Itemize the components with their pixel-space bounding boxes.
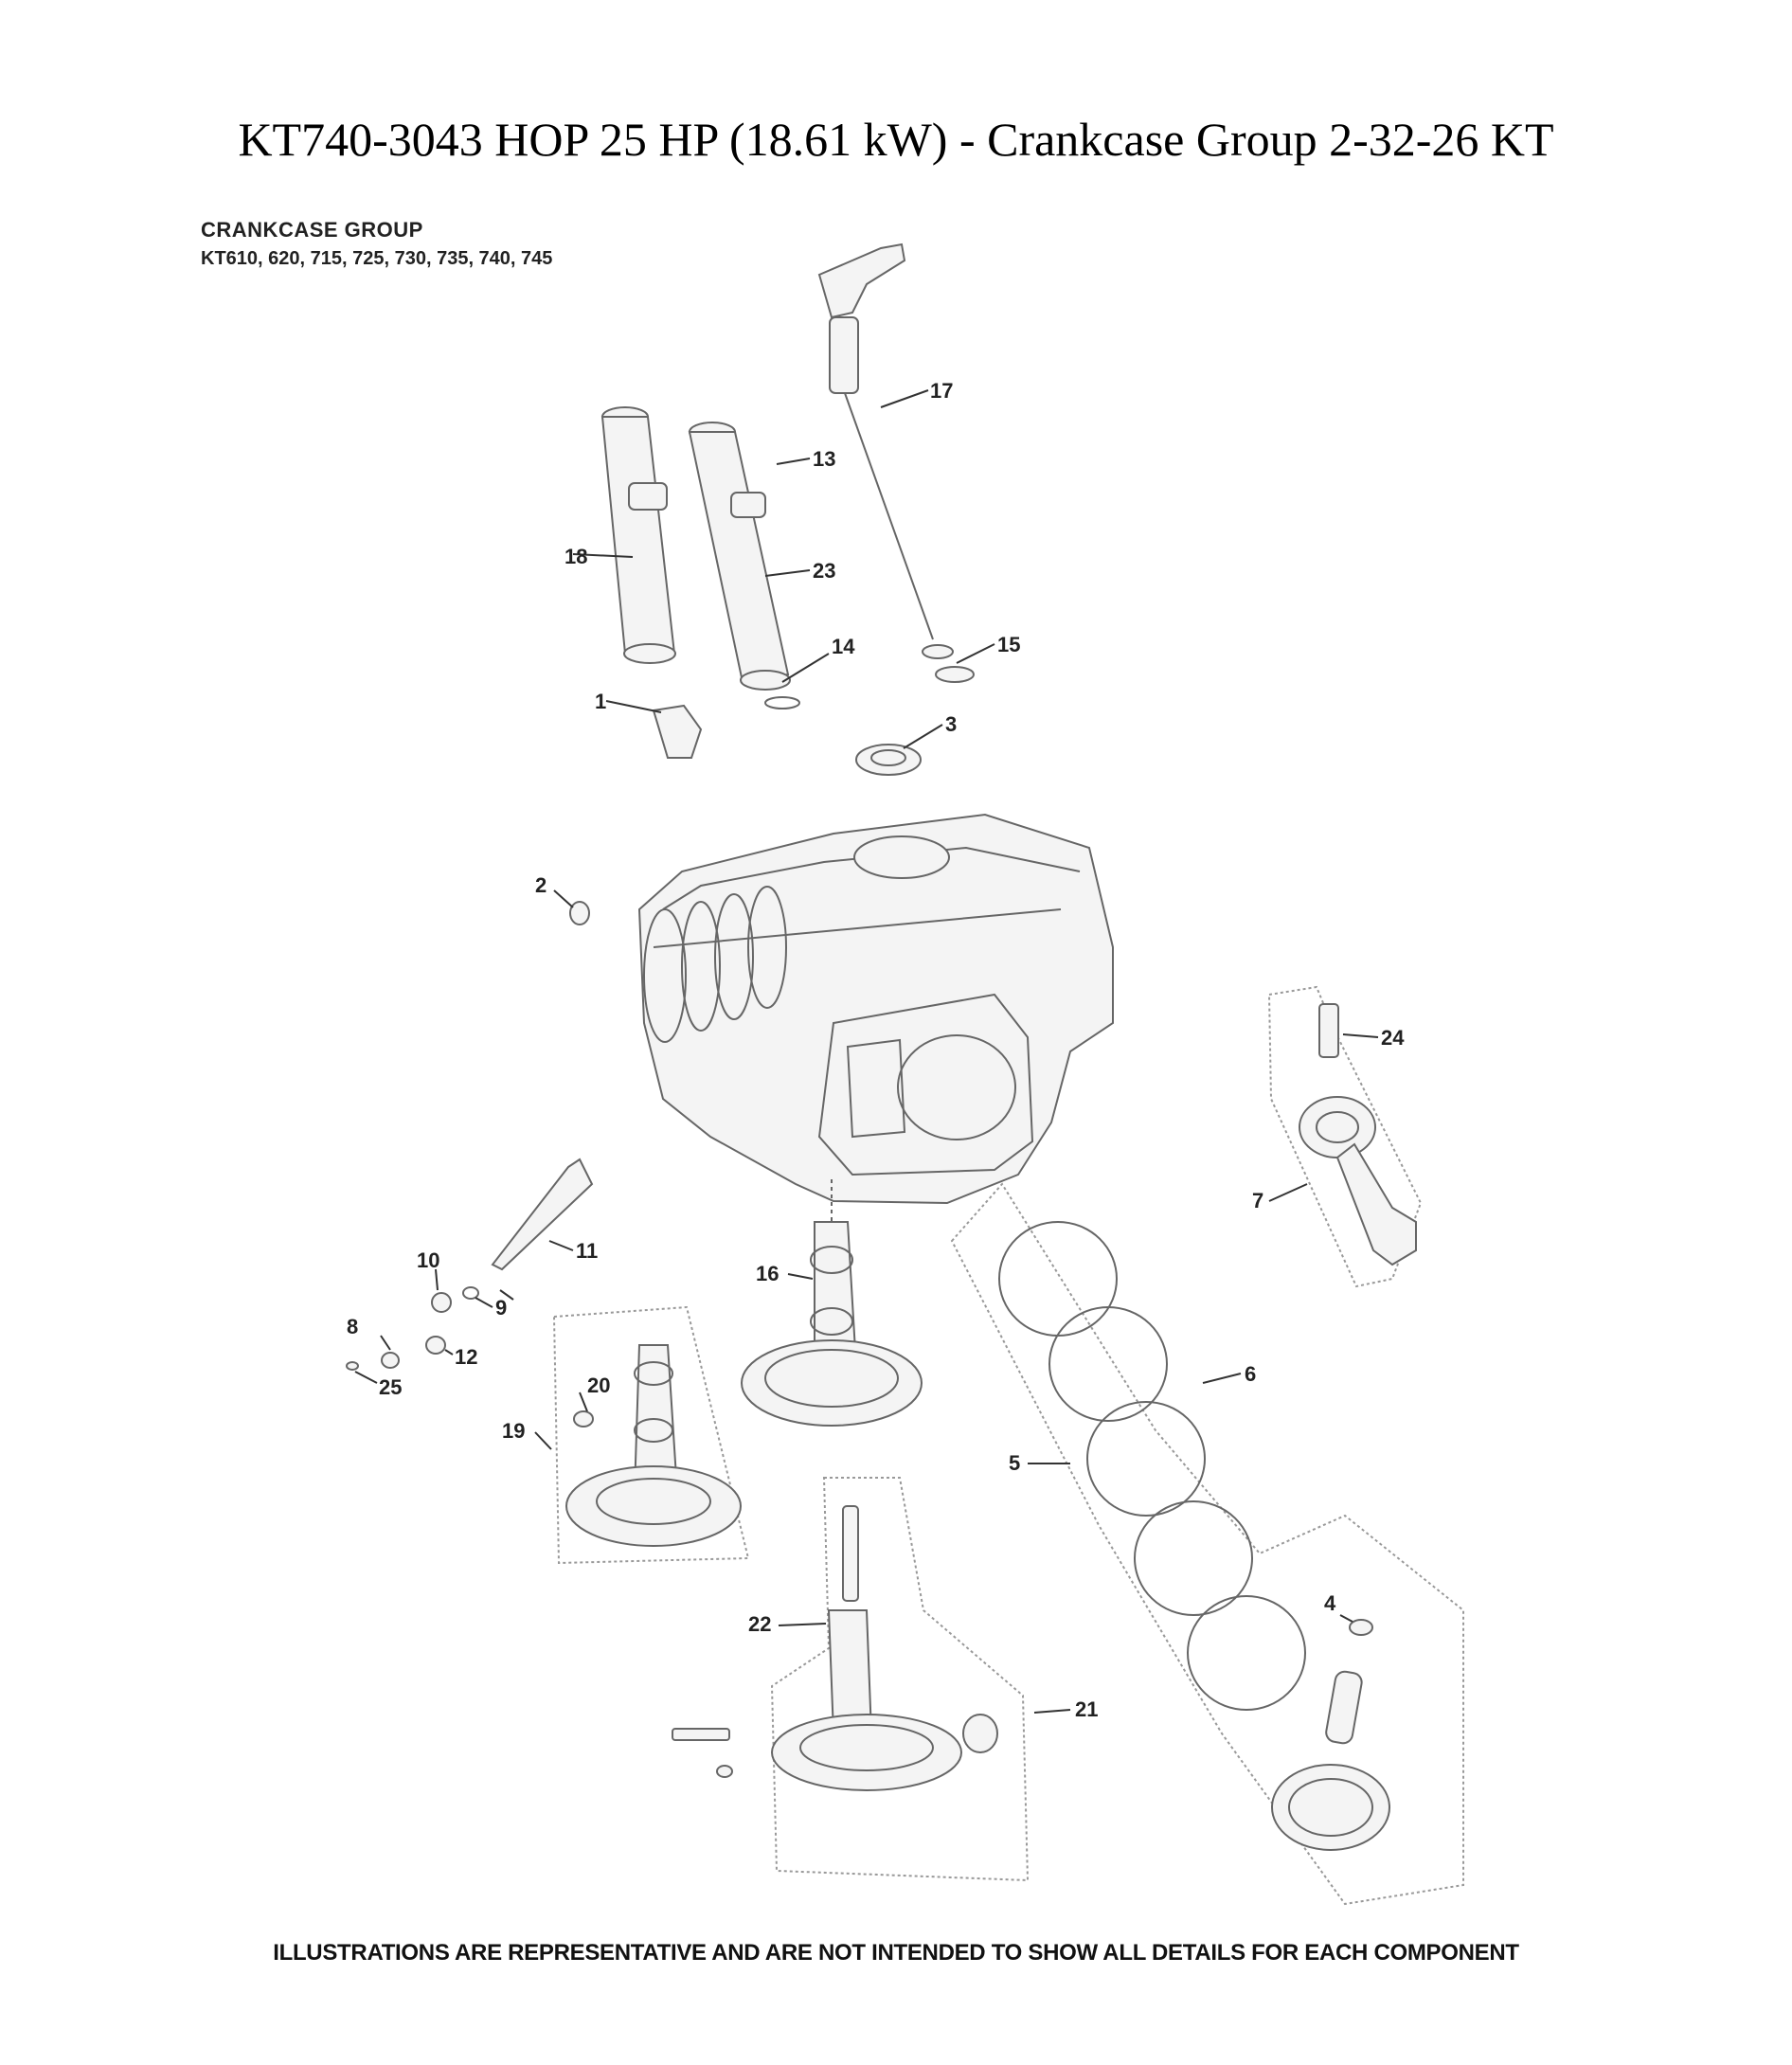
seal-part-15: [935, 666, 975, 683]
camshaft-group-19: [552, 1305, 750, 1565]
callout-6: 6: [1245, 1362, 1256, 1386]
piston-ring-group: [950, 1182, 1464, 1906]
callout-17: 17: [930, 379, 953, 403]
callout-5: 5: [1009, 1451, 1020, 1475]
bracket-part-1: [652, 704, 703, 759]
callout-16: 16: [756, 1262, 779, 1285]
o-ring-part-14: [764, 696, 800, 709]
callout-9: 9: [495, 1296, 507, 1320]
callout-23: 23: [813, 559, 835, 583]
callout-22: 22: [748, 1612, 771, 1636]
camshaft-16: [741, 1179, 923, 1427]
callout-3: 3: [945, 712, 957, 736]
oil-fill-tube-left: [600, 406, 676, 664]
callout-10: 10: [417, 1248, 439, 1272]
callout-15: 15: [997, 633, 1020, 656]
callout-25: 25: [379, 1375, 402, 1399]
oil-seal-part-3: [855, 744, 922, 776]
callout-11: 11: [576, 1239, 598, 1263]
crankcase-block: [637, 813, 1114, 1205]
callout-1: 1: [595, 690, 606, 713]
callout-13: 13: [813, 447, 835, 471]
callout-18: 18: [564, 545, 587, 568]
disclaimer: ILLUSTRATIONS ARE REPRESENTATIVE AND ARE…: [273, 1940, 1519, 1966]
callout-4: 4: [1324, 1591, 1336, 1615]
callout-21: 21: [1075, 1697, 1098, 1721]
plug-part-2: [569, 901, 590, 925]
callout-7: 7: [1252, 1189, 1263, 1212]
page-title: KT740-3043 HOP 25 HP (18.61 kW) - Crankc…: [238, 113, 1554, 166]
dipstick-part: [817, 242, 954, 659]
group-title: CRANKCASE GROUP: [201, 218, 423, 242]
leader-lines: [354, 389, 1379, 1714]
callout-20: 20: [587, 1374, 610, 1397]
callout-12: 12: [455, 1345, 477, 1369]
callout-24: 24: [1381, 1026, 1405, 1050]
callout-19: 19: [502, 1419, 525, 1443]
callout-8: 8: [347, 1315, 358, 1338]
small-hardware: [346, 1158, 594, 1371]
model-list: KT610, 620, 715, 725, 730, 735, 740, 745: [201, 248, 553, 269]
crankshaft-group-21: [672, 1477, 1030, 1882]
callout-2: 2: [535, 873, 547, 897]
callout-14: 14: [832, 635, 855, 658]
oil-fill-tube-right: [688, 422, 791, 691]
connecting-rod-group: [1267, 985, 1423, 1288]
